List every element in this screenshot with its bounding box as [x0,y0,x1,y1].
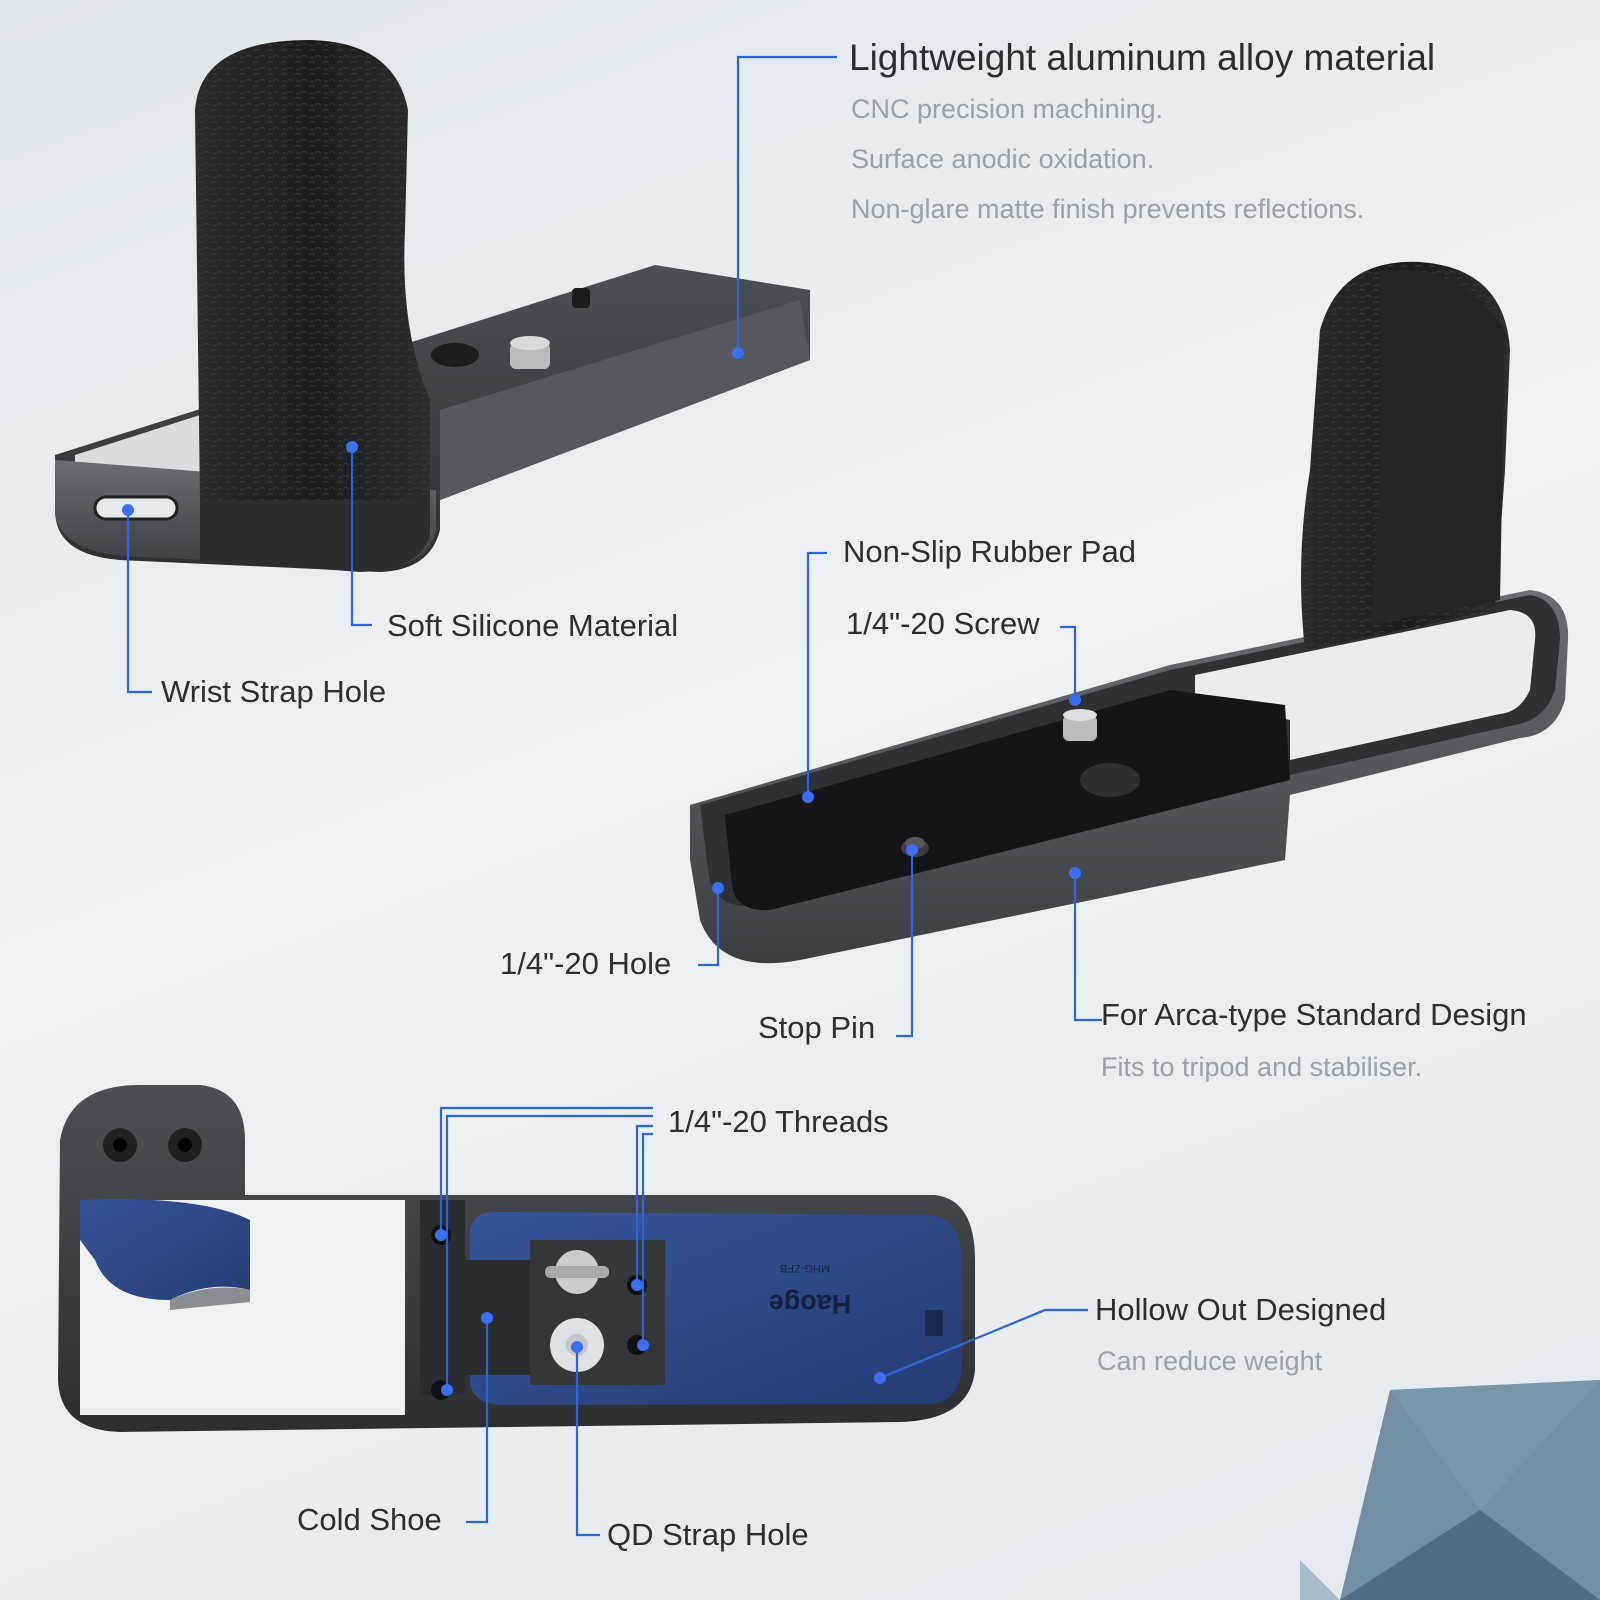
callout-dot [1069,694,1081,706]
callout-dot [435,1229,447,1241]
hollow-title: Hollow Out Designed [1095,1292,1387,1327]
callout-line-hole [698,888,720,967]
callout-dot [346,441,358,453]
callout-dot [122,504,134,516]
hole-label: 1/4"-20 Hole [500,946,672,981]
aluminum-detail-1: CNC precision machining. [851,94,1164,124]
rubber-pad-label: Non-Slip Rubber Pad [843,534,1136,569]
callout-line-qd-strap [575,1347,600,1537]
callout-dot [637,1339,649,1351]
callout-dot [874,1372,886,1384]
grip-side-view [690,261,1569,964]
arca-title: For Arca-type Standard Design [1101,997,1527,1032]
callout-line-hollow [879,1308,1088,1380]
aluminum-detail-2: Surface anodic oxidation. [851,144,1155,174]
callout-lines [126,55,1102,1537]
screw-label: 1/4"-20 Screw [846,606,1040,641]
qd-strap-hole-label: QD Strap Hole [607,1517,809,1552]
hollow-detail: Can reduce weight [1097,1346,1323,1376]
callout-line-threads-1 [439,1106,653,1235]
callout-dot [481,1312,493,1324]
soft-silicone-label: Soft Silicone Material [387,608,679,643]
callout-line-soft-silicone [350,447,372,627]
callout-line-threads-2 [445,1114,653,1390]
callout-dot [631,1279,643,1291]
callout-line-threads-4 [641,1132,653,1345]
callout-line-rubber-pad [806,551,827,797]
callout-line-arca [1073,873,1102,1022]
callout-dot [906,844,918,856]
callout-dot [1069,867,1081,879]
callout-line-cold-shoe [466,1318,489,1524]
callout-line-stop-pin [896,850,914,1038]
callout-dot [732,347,744,359]
stop-pin-label: Stop Pin [758,1010,876,1045]
threads-label: 1/4"-20 Threads [668,1104,889,1139]
callout-dot [441,1384,453,1396]
callout-dot [802,791,814,803]
plate-model-engraving: MHG-ZFB [780,1262,830,1274]
cold-shoe-label: Cold Shoe [297,1502,442,1537]
callout-dot [712,882,724,894]
callout-dots [122,347,1081,1396]
arca-detail: Fits to tripod and stabiliser. [1101,1052,1423,1082]
grip-bottom-view: Haoge MHG-ZFB [58,1085,975,1432]
grip-angled-view [55,40,810,572]
wrist-strap-hole-label: Wrist Strap Hole [161,674,387,709]
plate-brand-engraving: Haoge [769,1289,852,1319]
aluminum-detail-3: Non-glare matte finish prevents reflecti… [851,194,1365,224]
callout-line-screw [1060,625,1077,700]
aluminum-title: Lightweight aluminum alloy material [849,37,1436,78]
callout-dot [571,1341,583,1353]
background-geometry [1300,1380,1600,1600]
callout-line-aluminum [736,55,837,353]
callout-line-threads-3 [635,1124,653,1285]
callout-line-wrist-strap [126,510,152,694]
